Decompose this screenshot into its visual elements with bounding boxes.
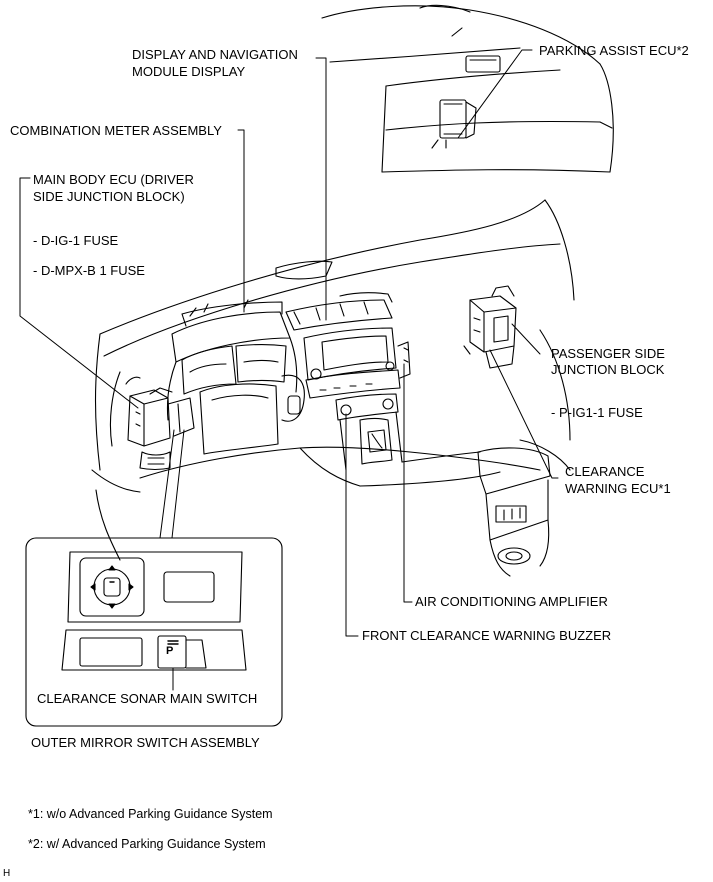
clearance-ecu-label-line2: WARNING ECU*1 [565,481,671,496]
parking-assist-label: PARKING ASSIST ECU*2 [539,43,689,58]
p-ig-fuse-label: - P-IG1-1 FUSE [551,405,643,420]
leader-lines [19,49,559,691]
switch-p-glyph: P [166,645,174,657]
ac-amplifier-label: AIR CONDITIONING AMPLIFIER [415,594,608,609]
combination-meter [166,299,298,421]
display-and-navigation [285,292,411,399]
display-nav-label-line1: DISPLAY AND NAVIGATION [132,47,298,62]
passenger-jb-label-line2: JUNCTION BLOCK [551,362,665,377]
dashboard-body [91,199,575,561]
main-body-ecu-label-line1: MAIN BODY ECU (DRIVER [33,172,194,187]
steering-column [199,374,305,455]
display-nav-label-line2: MODULE DISPLAY [132,64,246,79]
main-body-ecu [125,376,195,471]
d-mpx-fuse-label: - D-MPX-B 1 FUSE [33,263,145,278]
parking-assist-ecu-inset [321,4,614,173]
sonar-switch-label: CLEARANCE SONAR MAIN SWITCH [37,691,258,706]
main-body-ecu-label-line2: SIDE JUNCTION BLOCK) [33,189,185,204]
footnote-1: *1: w/o Advanced Parking Guidance System [28,807,273,821]
combination-meter-label: COMBINATION METER ASSEMBLY [10,123,222,138]
d-ig-fuse-label: - D-IG-1 FUSE [33,233,119,248]
passenger-side-junction-block [463,285,517,369]
mirror-switch-inset [25,537,283,727]
mirror-switch-label: OUTER MIRROR SWITCH ASSEMBLY [31,735,260,750]
footnote-2: *2: w/ Advanced Parking Guidance System [28,837,266,851]
clearance-ecu-label-line1: CLEARANCE [565,464,645,479]
corner-mark: H [3,868,11,879]
buzzer-label: FRONT CLEARANCE WARNING BUZZER [362,628,612,643]
passenger-jb-label-line1: PASSENGER SIDE [551,346,665,361]
center-console [299,393,551,577]
